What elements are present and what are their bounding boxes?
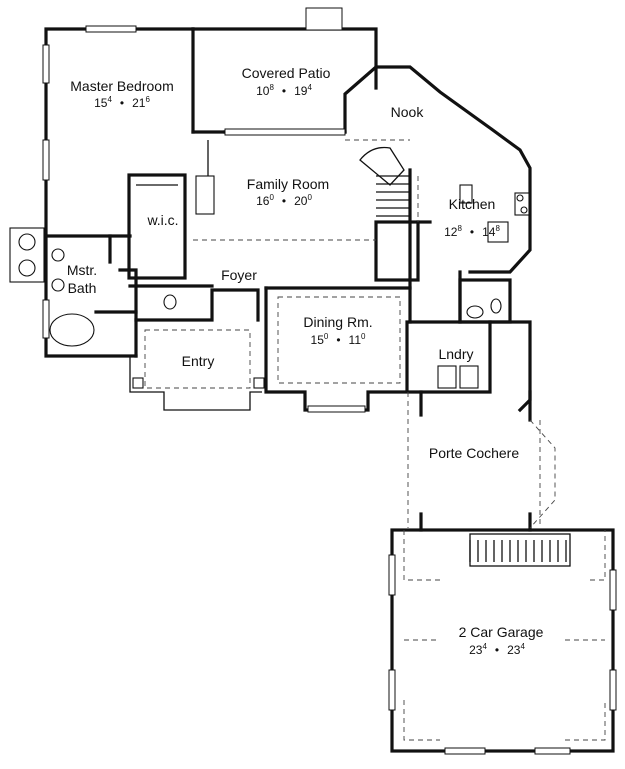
- room-name-nook: Nook: [391, 104, 425, 120]
- dim-depth: 23: [507, 643, 521, 657]
- dim-depth: 19: [294, 84, 308, 98]
- dim-width-inches: 0: [324, 332, 329, 341]
- room-name-entry: Entry: [182, 353, 215, 369]
- dim-width-inches: 0: [269, 193, 274, 202]
- dim-depth-inches: 8: [495, 224, 500, 233]
- dim-depth-inches: 0: [307, 193, 312, 202]
- dim-depth-inches: 6: [145, 95, 150, 104]
- room-dim-family-room: 160•200: [256, 193, 312, 208]
- room-name-mstr-bath-line1: Mstr.: [67, 262, 97, 278]
- dim-depth: 11: [349, 333, 362, 347]
- room-name-dining-room: Dining Rm.: [303, 314, 372, 330]
- dim-width-inches: 8: [457, 224, 462, 233]
- room-name-kitchen: Kitchen: [449, 196, 496, 212]
- room-dim-garage: 234•234: [469, 642, 525, 657]
- dim-width: 16: [256, 194, 270, 208]
- dim-separator: •: [282, 194, 286, 208]
- dim-width-inches: 8: [269, 83, 274, 92]
- dim-depth-inches: 4: [520, 642, 525, 651]
- dim-depth-inches: 4: [307, 83, 312, 92]
- room-name-master-bedroom: Master Bedroom: [70, 78, 173, 94]
- dim-width-inches: 4: [107, 95, 112, 104]
- room-name-covered-patio: Covered Patio: [242, 65, 331, 81]
- dim-separator: •: [336, 333, 340, 347]
- windows: [42, 7, 617, 755]
- dim-separator: •: [282, 84, 286, 98]
- room-dim-covered-patio: 108 • 194: [256, 83, 312, 98]
- dim-width: 15: [94, 96, 108, 110]
- walls: [44, 27, 615, 753]
- dim-depth: 14: [482, 225, 496, 239]
- dim-depth: 21: [132, 96, 146, 110]
- room-dim-dining-room: 150•110: [311, 332, 366, 347]
- room-labels: Master Bedroom 154•216 Covered Patio 108…: [67, 65, 544, 657]
- room-name-mstr-bath-line2: Bath: [68, 280, 97, 296]
- dashed-lines: [144, 139, 606, 741]
- room-name-laundry: Lndry: [438, 346, 473, 362]
- fixtures: [9, 175, 530, 389]
- room-name-family-room: Family Room: [247, 176, 329, 192]
- dim-width: 15: [311, 333, 325, 347]
- stairs: [359, 146, 571, 567]
- dim-width: 12: [444, 225, 458, 239]
- dim-separator: •: [120, 96, 124, 110]
- room-dim-master-bedroom: 154 • 216: [94, 95, 150, 110]
- dim-width: 10: [256, 84, 270, 98]
- room-dim-kitchen: 128•148: [444, 224, 500, 239]
- dim-depth: 20: [294, 194, 308, 208]
- room-name-garage: 2 Car Garage: [459, 624, 544, 640]
- dim-separator: •: [495, 643, 499, 657]
- room-name-wic: w.i.c.: [146, 212, 178, 228]
- dim-depth-inches: 0: [361, 332, 366, 341]
- dim-width-inches: 4: [482, 642, 487, 651]
- room-name-foyer: Foyer: [221, 267, 257, 283]
- dim-width: 23: [469, 643, 483, 657]
- room-name-porte-cochere: Porte Cochere: [429, 445, 519, 461]
- dim-separator: •: [470, 225, 474, 239]
